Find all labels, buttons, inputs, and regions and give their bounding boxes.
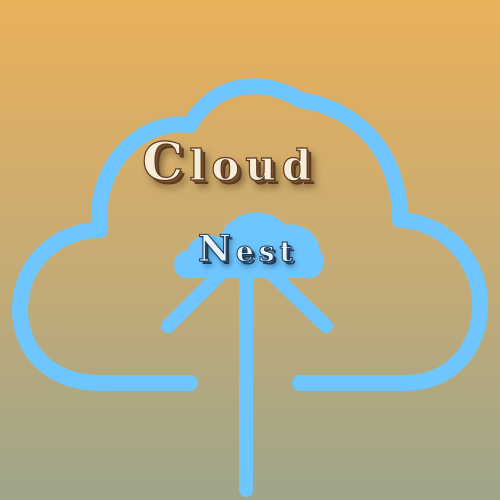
brand-word-cloud-initial: C <box>141 131 190 193</box>
upload-arrow-icon <box>161 261 333 497</box>
brand-word-nest: Nest <box>198 228 298 271</box>
brand-word-nest-rest: est <box>235 235 298 269</box>
cloud-outline-icon <box>12 78 489 391</box>
brand-word-cloud-rest: loud <box>189 140 318 190</box>
brand-word-nest-initial: N <box>198 228 236 271</box>
brand-word-cloud: Cloud <box>141 131 318 193</box>
small-cloud-icon <box>174 212 324 278</box>
